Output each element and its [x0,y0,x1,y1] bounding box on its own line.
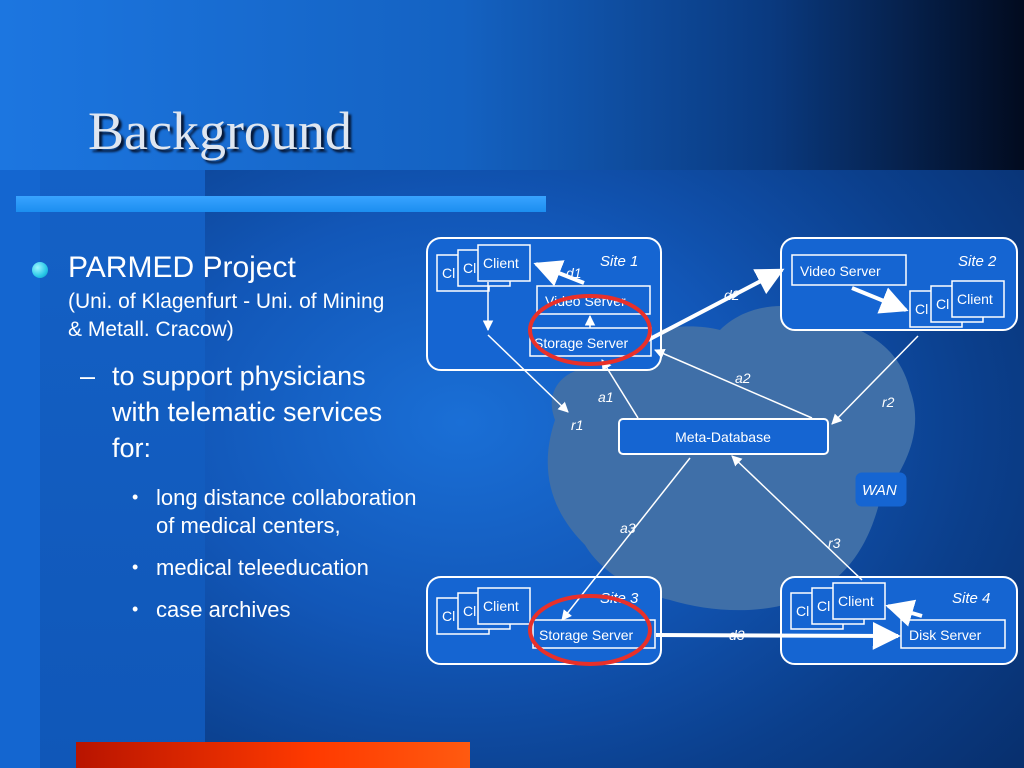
dash-bullet-icon: – [80,361,96,391]
site-2-label: Site 2 [958,253,997,270]
site-4-client [832,582,886,620]
wan-label: WAN [862,482,897,499]
storage-server-3-highlight [528,594,652,666]
site-2-video-server-label: Video Server [800,263,881,279]
sub-bullet-support: – to support physicians with telematic s… [28,358,448,466]
site-3-client-label: Client [483,598,519,614]
site-4-client-label: Client [838,593,874,609]
site-1-client-mid-label: Cl [463,260,476,276]
link-a2-label: a2 [735,370,751,386]
bullet-subtitle-1: (Uni. of Klagenfurt - Uni. of Mining [68,290,385,313]
small-bullet-icon: • [132,599,139,619]
site-3-client [477,587,531,625]
site-2-client [951,280,1005,318]
site-4-disk-server [900,619,1006,649]
site-2-video-server [791,254,907,286]
arrow-r3 [731,455,863,581]
arrow-d2 [647,268,785,342]
item-case-archives-text: case archives [156,597,291,622]
arrow-site2-video-client [851,286,909,314]
link-d2-label: d2 [724,287,740,303]
item-teleeducation: • medical teleeducation [28,554,448,582]
round-bullet-icon [32,262,48,278]
arrow-site4-disk-client [885,599,923,627]
bullet-subtitle-2: & Metall. Cracow) [68,318,234,341]
site-3-storage-server [532,619,656,649]
site-2-client-back-label: Cl [915,301,928,317]
site-4-disk-server-label: Disk Server [909,627,982,643]
arrow-r1 [487,334,569,413]
sub-bullet-line-2: with telematic services [112,397,383,427]
site-2-client-label: Client [957,291,993,307]
link-r3-label: r3 [828,535,841,551]
site-1-storage-server [529,327,652,357]
left-column [40,170,205,768]
sub-bullet-line-3: for: [112,433,152,463]
title-underline [16,196,546,212]
item-teleeducation-text: medical teleeducation [156,555,369,580]
link-r2-label: r2 [882,394,895,410]
arrow-r2 [831,335,919,425]
item-collaboration-line-1: long distance collaboration [156,485,417,510]
site-4-label: Site 4 [952,590,990,607]
sub-bullet-line-1: to support physicians [112,361,366,391]
site-1-client-back-label: Cl [442,265,455,281]
meta-database-box [618,418,829,455]
slide-title: Background [88,101,352,161]
site-1-storage-server-label: Storage Server [534,335,628,351]
wan-tag [855,472,907,507]
site-3-storage-server-label: Storage Server [539,627,633,643]
site-3-client-mid-label: Cl [463,603,476,619]
bullet-list: PARMED Project (Uni. of Klagenfurt - Uni… [28,248,448,624]
arrow-a2 [654,348,813,419]
storage-server-1-highlight [528,294,652,366]
site-1-client [477,244,531,282]
arrow-a3 [561,457,691,621]
link-d1-label: d1 [566,265,582,281]
site-4-client-back-label: Cl [796,603,809,619]
link-d3-label: d3 [729,627,745,643]
small-bullet-icon: • [132,557,139,577]
site-2-client-mid-label: Cl [936,296,949,312]
site-3-client-back-label: Cl [442,608,455,624]
link-r1-label: r1 [571,417,583,433]
bullet-title: PARMED Project [68,251,296,284]
site-1-label: Site 1 [600,253,638,270]
bullet-parmed: PARMED Project (Uni. of Klagenfurt - Uni… [28,248,448,344]
arrow-a1 [601,359,639,419]
arrow-d1 [533,260,585,287]
site-4-client-mid-label: Cl [817,598,830,614]
item-case-archives: • case archives [28,596,448,624]
link-a1-label: a1 [598,389,614,405]
site-1-client-label: Client [483,255,519,271]
arrow-d3 [655,621,901,650]
link-a3-label: a3 [620,520,636,536]
item-collaboration-line-2: of medical centers, [156,513,341,538]
header-band [0,0,1024,170]
item-collaboration: • long distance collaboration of medical… [28,484,448,540]
footer-accent-bar [76,742,470,768]
meta-database-label: Meta-Database [675,429,771,445]
small-bullet-icon: • [132,487,139,507]
